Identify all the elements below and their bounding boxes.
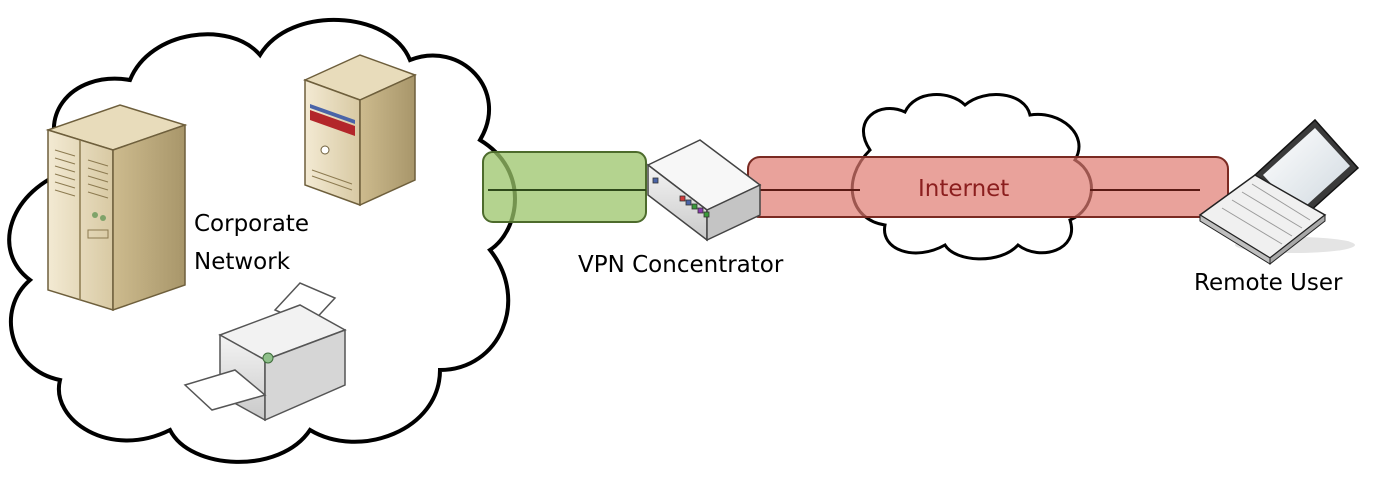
tower-server-icon	[45, 104, 188, 312]
corporate-label-line2: Network	[194, 249, 291, 275]
secure-tunnel-green	[482, 151, 647, 223]
remote-user-label: Remote User	[1194, 270, 1343, 296]
internet-label: Internet	[918, 176, 1010, 202]
vpn-concentrator-icon	[646, 139, 762, 242]
laptop-icon	[1198, 118, 1360, 266]
corporate-network-label: Corporate Network	[194, 205, 309, 281]
printer-icon	[183, 282, 347, 422]
vpn-concentrator-label: VPN Concentrator	[578, 252, 784, 278]
mini-server-icon	[303, 54, 417, 207]
corporate-label-line1: Corporate	[194, 211, 309, 237]
